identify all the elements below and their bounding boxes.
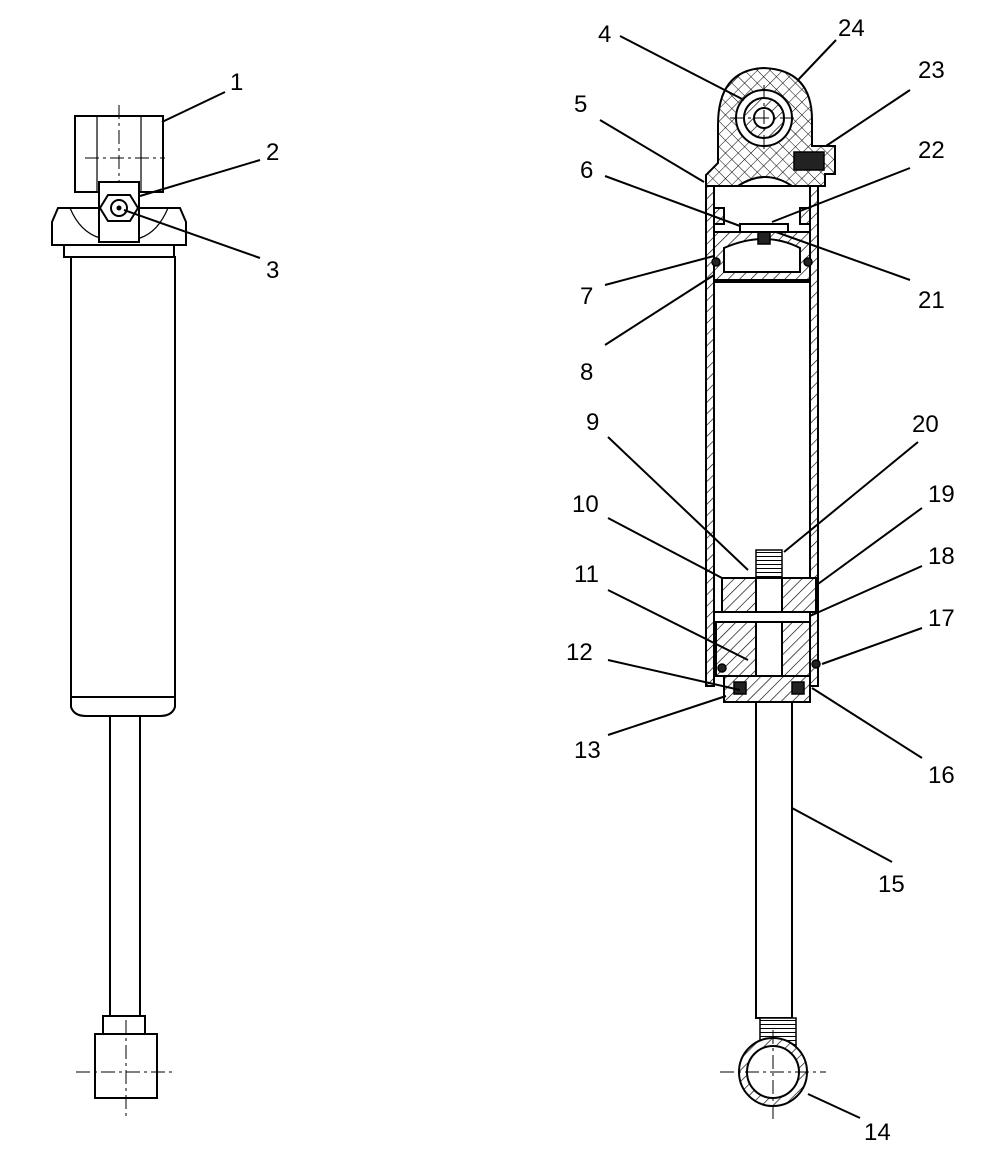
bottom-seal-housing xyxy=(70,696,176,717)
piston-nut xyxy=(755,549,783,579)
callout-labels: 1 2 3 4 5 6 7 8 9 10 11 12 13 14 15 16 1… xyxy=(230,15,955,1146)
shaft-end xyxy=(102,1015,146,1035)
callout-20: 20 xyxy=(912,411,939,438)
callout-4: 4 xyxy=(598,21,611,48)
callout-23: 23 xyxy=(918,57,945,84)
shim-stack xyxy=(713,611,811,623)
callout-15: 15 xyxy=(878,871,905,898)
callout-7: 7 xyxy=(580,283,593,310)
shaft-section xyxy=(755,701,793,1019)
callout-6: 6 xyxy=(580,157,593,184)
callout-19: 19 xyxy=(928,481,955,508)
top-mount-eye xyxy=(74,115,164,193)
piston-seal-top xyxy=(739,223,789,233)
external-view xyxy=(51,105,187,1118)
callout-17: 17 xyxy=(928,605,955,632)
callout-10: 10 xyxy=(572,491,599,518)
callout-11: 11 xyxy=(574,561,599,588)
tube-wall-left xyxy=(705,185,715,687)
callout-1: 1 xyxy=(230,69,243,96)
shaft-external xyxy=(109,715,141,1017)
callout-2: 2 xyxy=(266,139,279,166)
callout-8: 8 xyxy=(580,359,593,386)
callout-18: 18 xyxy=(928,543,955,570)
body-tube xyxy=(70,256,176,698)
tube-wall-right xyxy=(809,185,819,687)
callout-5: 5 xyxy=(574,91,587,118)
callout-24: 24 xyxy=(838,15,865,42)
callout-12: 12 xyxy=(566,639,593,666)
collar xyxy=(63,244,175,258)
valve-screw xyxy=(793,151,825,171)
leader-lines xyxy=(123,35,923,1119)
callout-14: 14 xyxy=(864,1119,891,1146)
cross-section-view xyxy=(705,66,836,1120)
callout-16: 16 xyxy=(928,762,955,789)
callout-13: 13 xyxy=(574,737,601,764)
callout-22: 22 xyxy=(918,137,945,164)
callout-3: 3 xyxy=(266,257,279,284)
callout-9: 9 xyxy=(586,409,599,436)
callout-21: 21 xyxy=(918,287,945,314)
